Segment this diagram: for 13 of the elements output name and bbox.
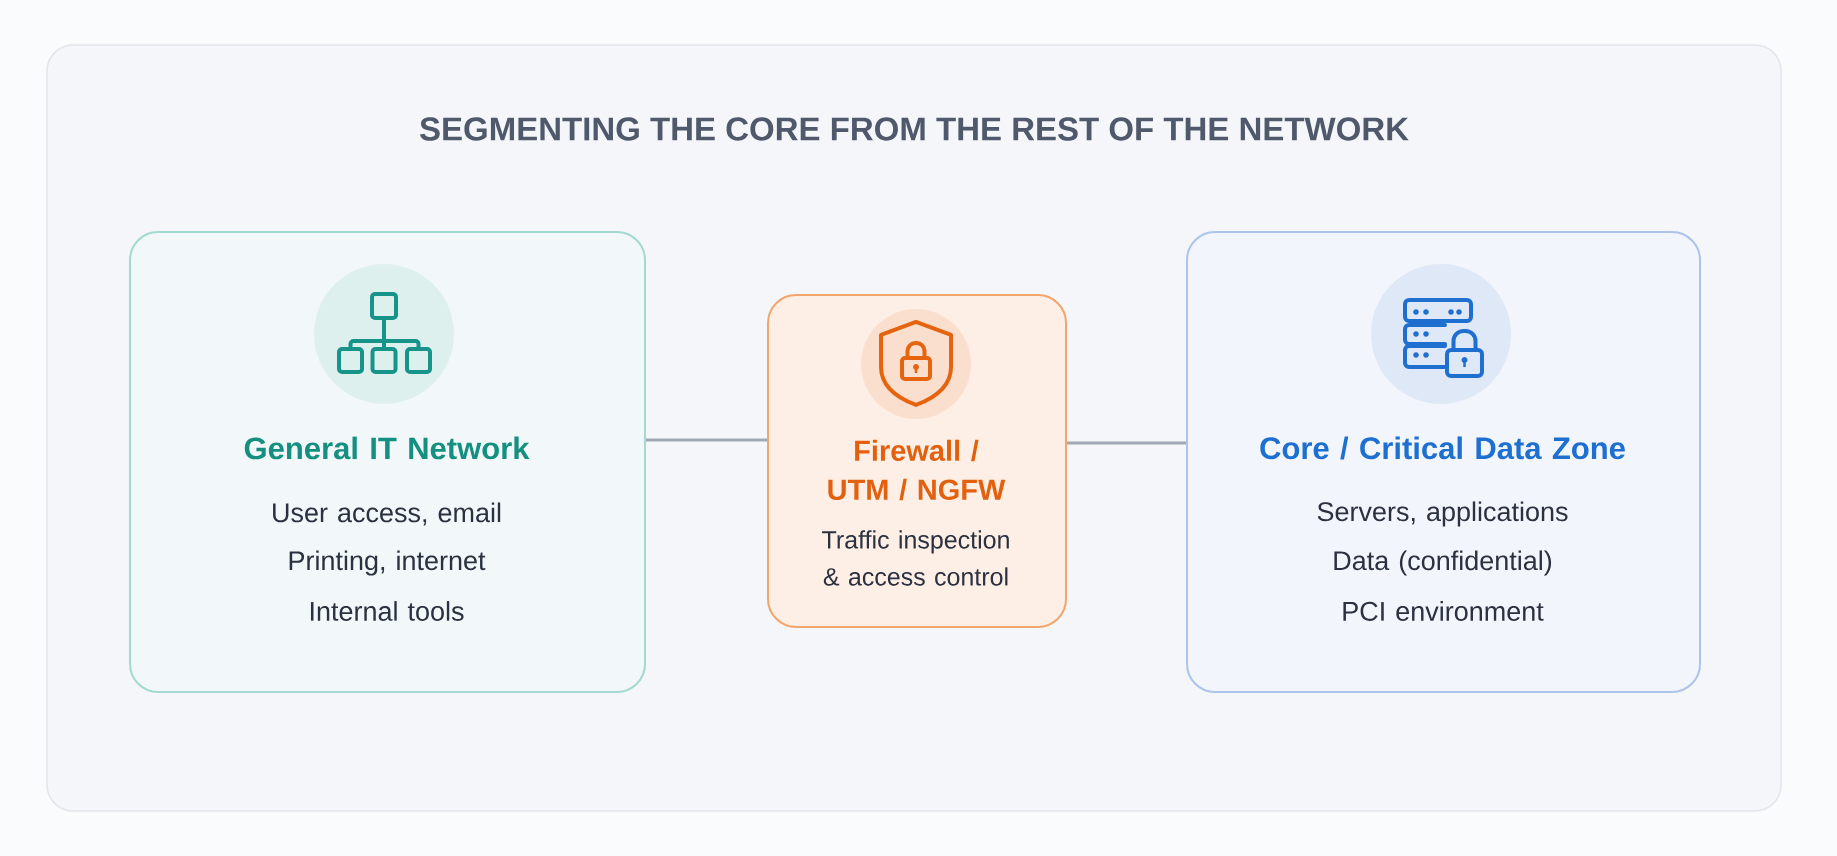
zone-text: PCI environment: [1343, 601, 1544, 621]
connector-line: [646, 438, 767, 442]
zone-text: Servers, applications: [1317, 501, 1568, 527]
connector-line: [1067, 441, 1186, 445]
title: SEGMENTING THE CORE FROM THE REST OF THE NETWORK: [419, 117, 1409, 141]
zone-text: Data (confidential): [1334, 550, 1552, 576]
zone-text: Traffic inspection & access control: [822, 530, 1009, 586]
zone-heading: Core / Critical Data Zone: [1260, 436, 1625, 460]
zone-text: User access, email: [273, 502, 501, 526]
zone-text: Internal tools: [310, 601, 464, 621]
zone-text: Printing, internet: [289, 550, 486, 576]
zone-heading: General IT Network: [244, 436, 530, 460]
zone-heading: Firewall / UTM / NGFW: [828, 439, 1006, 501]
